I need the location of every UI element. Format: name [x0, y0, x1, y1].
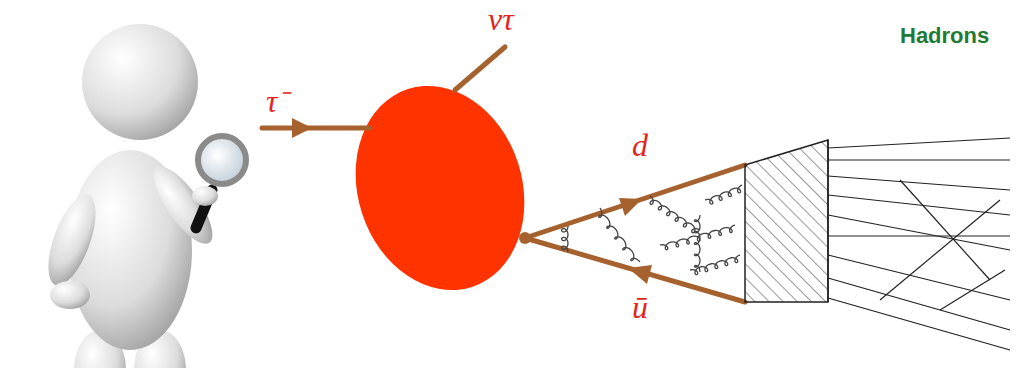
gluon-coil	[705, 185, 742, 204]
vertex-dot	[519, 232, 531, 244]
hadron-track	[828, 298, 1010, 350]
hadrons-label: Hadrons	[900, 24, 989, 48]
gluon-coil	[694, 215, 700, 272]
quark-label: d	[632, 128, 648, 163]
hadron-track	[828, 235, 1010, 236]
hadron-track	[828, 159, 1010, 160]
quark-label: ū	[632, 290, 648, 325]
gluon-coil	[650, 196, 700, 233]
particle-label: ντ	[488, 2, 514, 37]
interaction-blob	[330, 64, 550, 312]
person-figure	[39, 24, 246, 368]
box-edge	[827, 140, 829, 302]
hadron-lines	[828, 138, 1010, 350]
fermion-lines	[262, 47, 745, 302]
hatched-region	[745, 140, 828, 302]
gluon-coil	[690, 255, 740, 275]
hadron-track	[828, 255, 1010, 300]
gluon-coil	[660, 225, 735, 250]
hadron-track	[880, 200, 1000, 300]
particle-label: τ⁻	[266, 84, 288, 119]
hadron-track	[900, 180, 990, 280]
hadron-track	[940, 270, 1005, 310]
hadron-track	[828, 195, 1010, 215]
hadron-track	[828, 215, 1010, 250]
hadron-track	[828, 176, 1010, 190]
arrowheads	[292, 118, 652, 284]
hadron-track	[828, 138, 1010, 148]
gluon-coil	[599, 208, 640, 262]
gluon-coil	[562, 226, 568, 252]
hadron-track	[828, 278, 1010, 330]
